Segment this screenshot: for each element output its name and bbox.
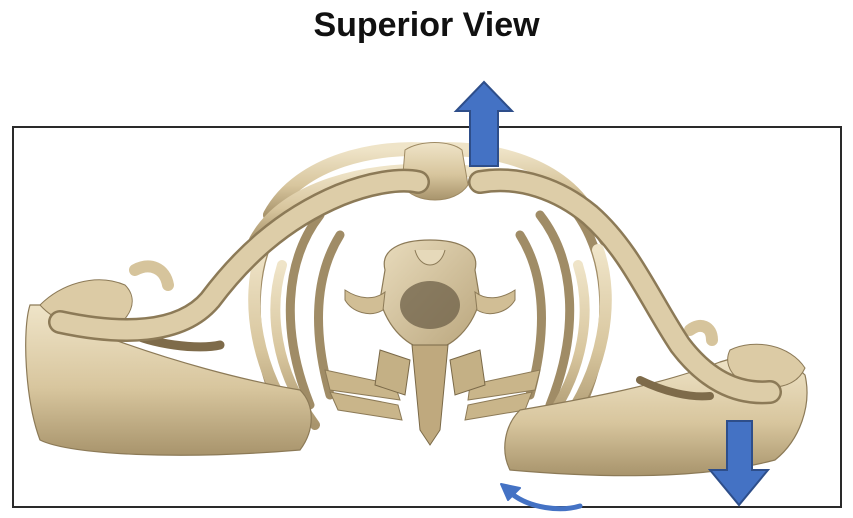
- curved-arrow-icon: [501, 484, 580, 509]
